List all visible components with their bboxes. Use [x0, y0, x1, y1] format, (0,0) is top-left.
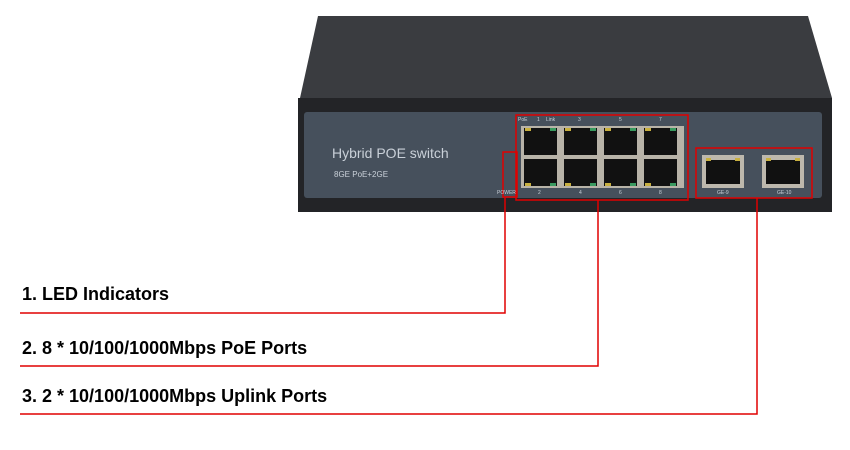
led-icon — [550, 128, 556, 131]
uplink-leader-line — [20, 198, 758, 415]
led-icon — [605, 183, 611, 186]
led-icon — [565, 128, 571, 131]
device-subtitle: 8GE PoE+2GE — [334, 170, 389, 179]
led-icon — [670, 128, 676, 131]
led-icon — [645, 128, 651, 131]
uplink-highlight-box — [695, 147, 813, 199]
chassis-top — [300, 16, 832, 98]
port-label: PoE — [518, 117, 528, 123]
led-icon — [590, 183, 596, 186]
led-icon — [525, 183, 531, 186]
led-icon — [605, 128, 611, 131]
rj45-port — [604, 159, 637, 186]
led-icon — [525, 128, 531, 131]
port-label: 7 — [659, 117, 662, 123]
led-icon — [795, 158, 800, 161]
rj45-port — [524, 159, 557, 186]
led-leader-line — [20, 197, 506, 314]
led-icon — [565, 183, 571, 186]
rj45-port — [706, 160, 740, 184]
rj45-port — [604, 128, 637, 155]
led-icon — [550, 183, 556, 186]
port-label: GE-10 — [777, 190, 792, 196]
callout-uplink-ports: 3. 2 * 10/100/1000Mbps Uplink Ports — [22, 386, 328, 406]
port-label: POWER — [497, 190, 516, 196]
port-label: 8 — [659, 190, 662, 196]
led-highlight-box — [502, 151, 518, 198]
led-icon — [706, 158, 711, 161]
rj45-port — [766, 160, 800, 184]
led-icon — [735, 158, 740, 161]
uplink-ports — [702, 155, 804, 188]
led-icon — [590, 128, 596, 131]
port-label: 1 — [537, 117, 540, 123]
led-icon — [766, 158, 771, 161]
device-title: Hybrid POE switch — [332, 145, 449, 161]
led-icon — [630, 183, 636, 186]
port-label: 6 — [619, 190, 622, 196]
led-icon — [630, 128, 636, 131]
rj45-port — [644, 159, 677, 186]
poe-ports — [524, 128, 677, 186]
port-label: GE-9 — [717, 190, 729, 196]
port-label: 5 — [619, 117, 622, 123]
rj45-port — [564, 128, 597, 155]
port-label: 4 — [579, 190, 582, 196]
poe-leader-line — [20, 200, 599, 367]
callout-led-indicators: 1. LED Indicators — [22, 284, 170, 304]
rj45-port — [524, 128, 557, 155]
callout-poe-ports: 2. 8 * 10/100/1000Mbps PoE Ports — [22, 338, 308, 358]
rj45-port — [644, 128, 677, 155]
rj45-port — [564, 159, 597, 186]
port-label: 3 — [578, 117, 581, 123]
poe-highlight-box — [515, 114, 689, 201]
port-label: 2 — [538, 190, 541, 196]
port-label: Link — [546, 117, 556, 123]
led-icon — [670, 183, 676, 186]
led-icon — [645, 183, 651, 186]
